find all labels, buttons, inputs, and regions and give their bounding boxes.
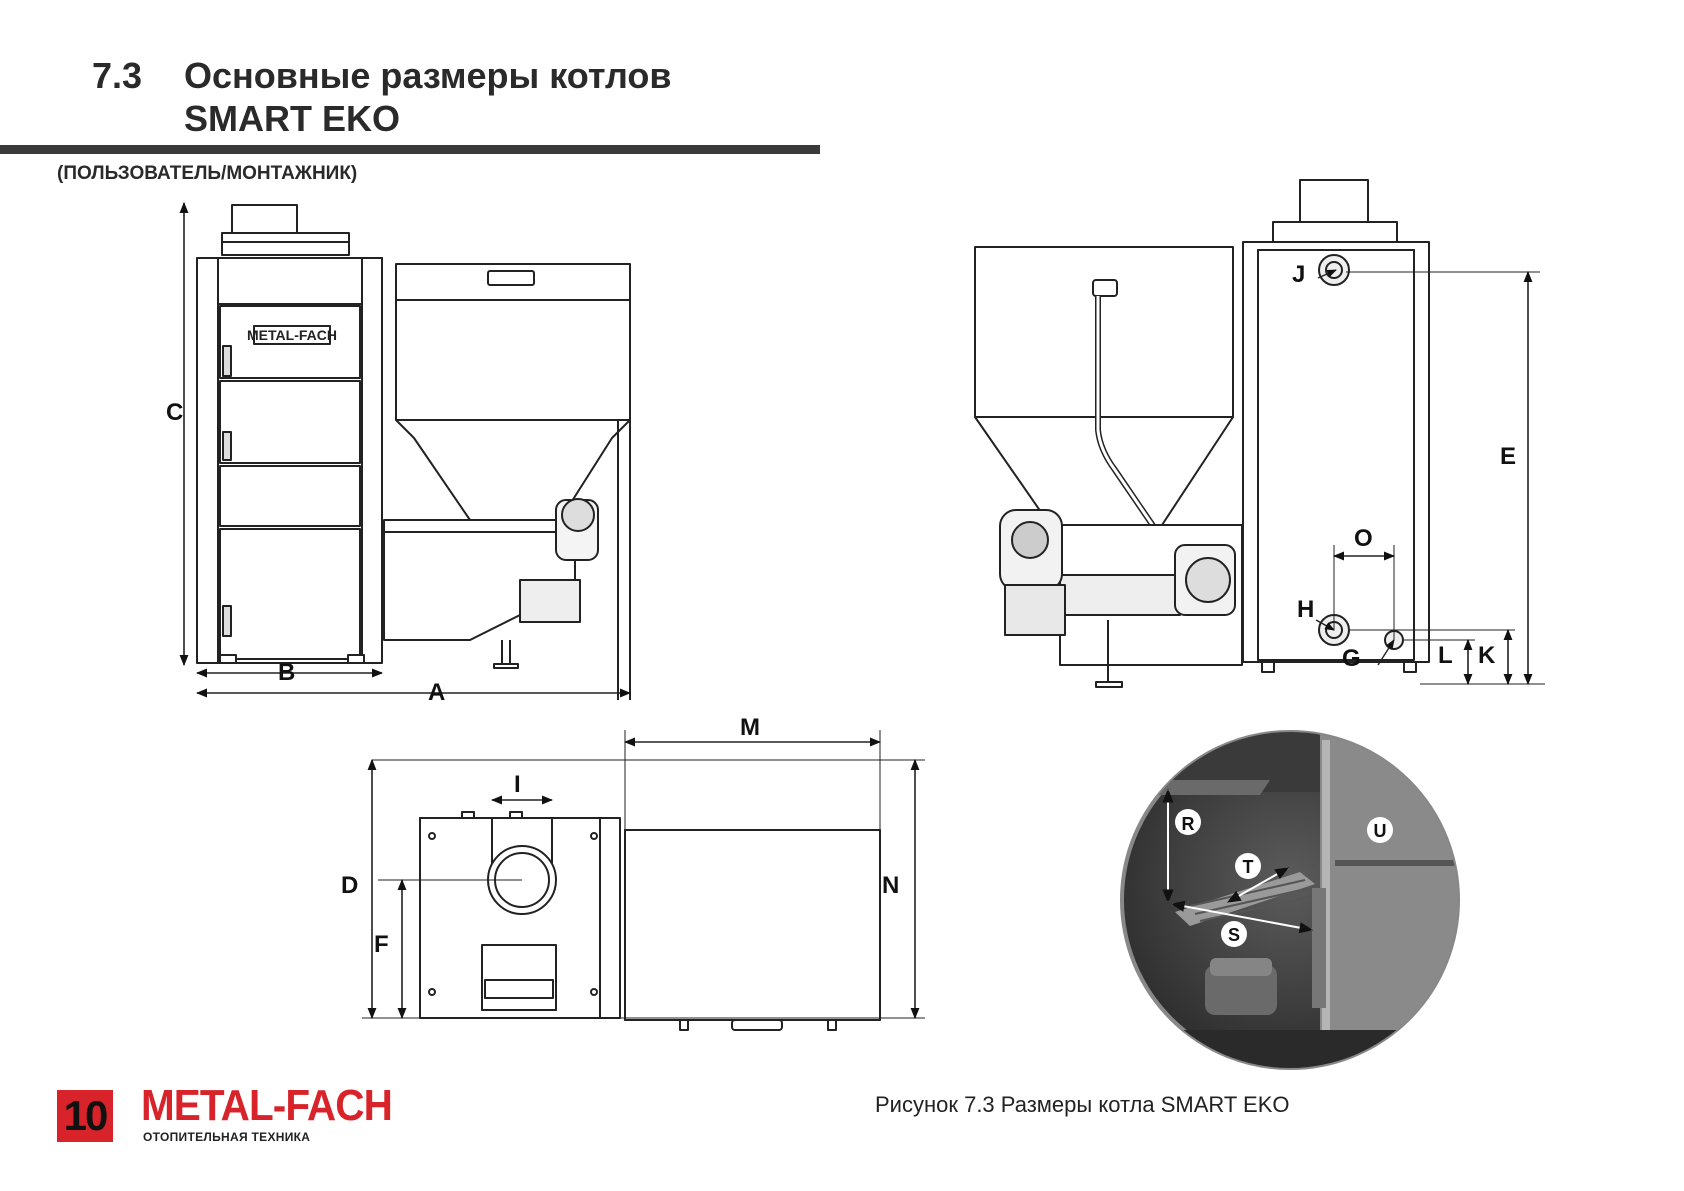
dim-label-i: I <box>514 771 521 798</box>
dim-label-n: N <box>882 872 899 899</box>
dim-label-a: A <box>428 679 445 706</box>
dim-label-u: U <box>1374 821 1387 841</box>
dim-label-c: C <box>166 399 183 426</box>
section-title-line-1: Основные размеры котлов <box>184 55 672 96</box>
dim-label-o: O <box>1354 525 1373 552</box>
dim-label-r: R <box>1182 814 1195 834</box>
brand-logo: METAL-FACH <box>141 1081 393 1130</box>
dim-label-s: S <box>1228 925 1240 945</box>
dim-label-h: H <box>1297 596 1314 623</box>
page-number: 10 <box>57 1090 113 1142</box>
front-nameplate: METAL-FACH <box>247 327 337 343</box>
top-view: M I N D F <box>341 714 925 1031</box>
combustion-chamber-inset: R T S U <box>1120 730 1460 1070</box>
section-number: 7.3 <box>92 55 143 96</box>
dim-label-b: B <box>278 659 295 686</box>
front-view: METAL-FACH C B A <box>166 201 632 706</box>
section-title-line-2: SMART EKO <box>184 98 400 139</box>
dim-label-f: F <box>374 931 389 958</box>
dim-label-j: J <box>1292 261 1305 288</box>
side-view: E K L O J H G <box>974 179 1545 688</box>
brand-tagline: ОТОПИТЕЛЬНАЯ ТЕХНИКА <box>143 1130 311 1144</box>
dim-label-t: T <box>1243 857 1254 877</box>
dim-label-d: D <box>341 872 358 899</box>
dim-label-e: E <box>1500 443 1516 470</box>
dim-label-k: K <box>1478 642 1496 669</box>
audience-subtitle: (ПОЛЬЗОВАТЕЛЬ/МОНТАЖНИК) <box>57 163 358 184</box>
dim-label-g: G <box>1342 645 1361 672</box>
figure-caption: Рисунок 7.3 Размеры котла SMART EKO <box>875 1092 1290 1117</box>
heading-rule <box>0 145 820 154</box>
dim-label-l: L <box>1438 642 1453 669</box>
dim-label-m: M <box>740 714 760 741</box>
